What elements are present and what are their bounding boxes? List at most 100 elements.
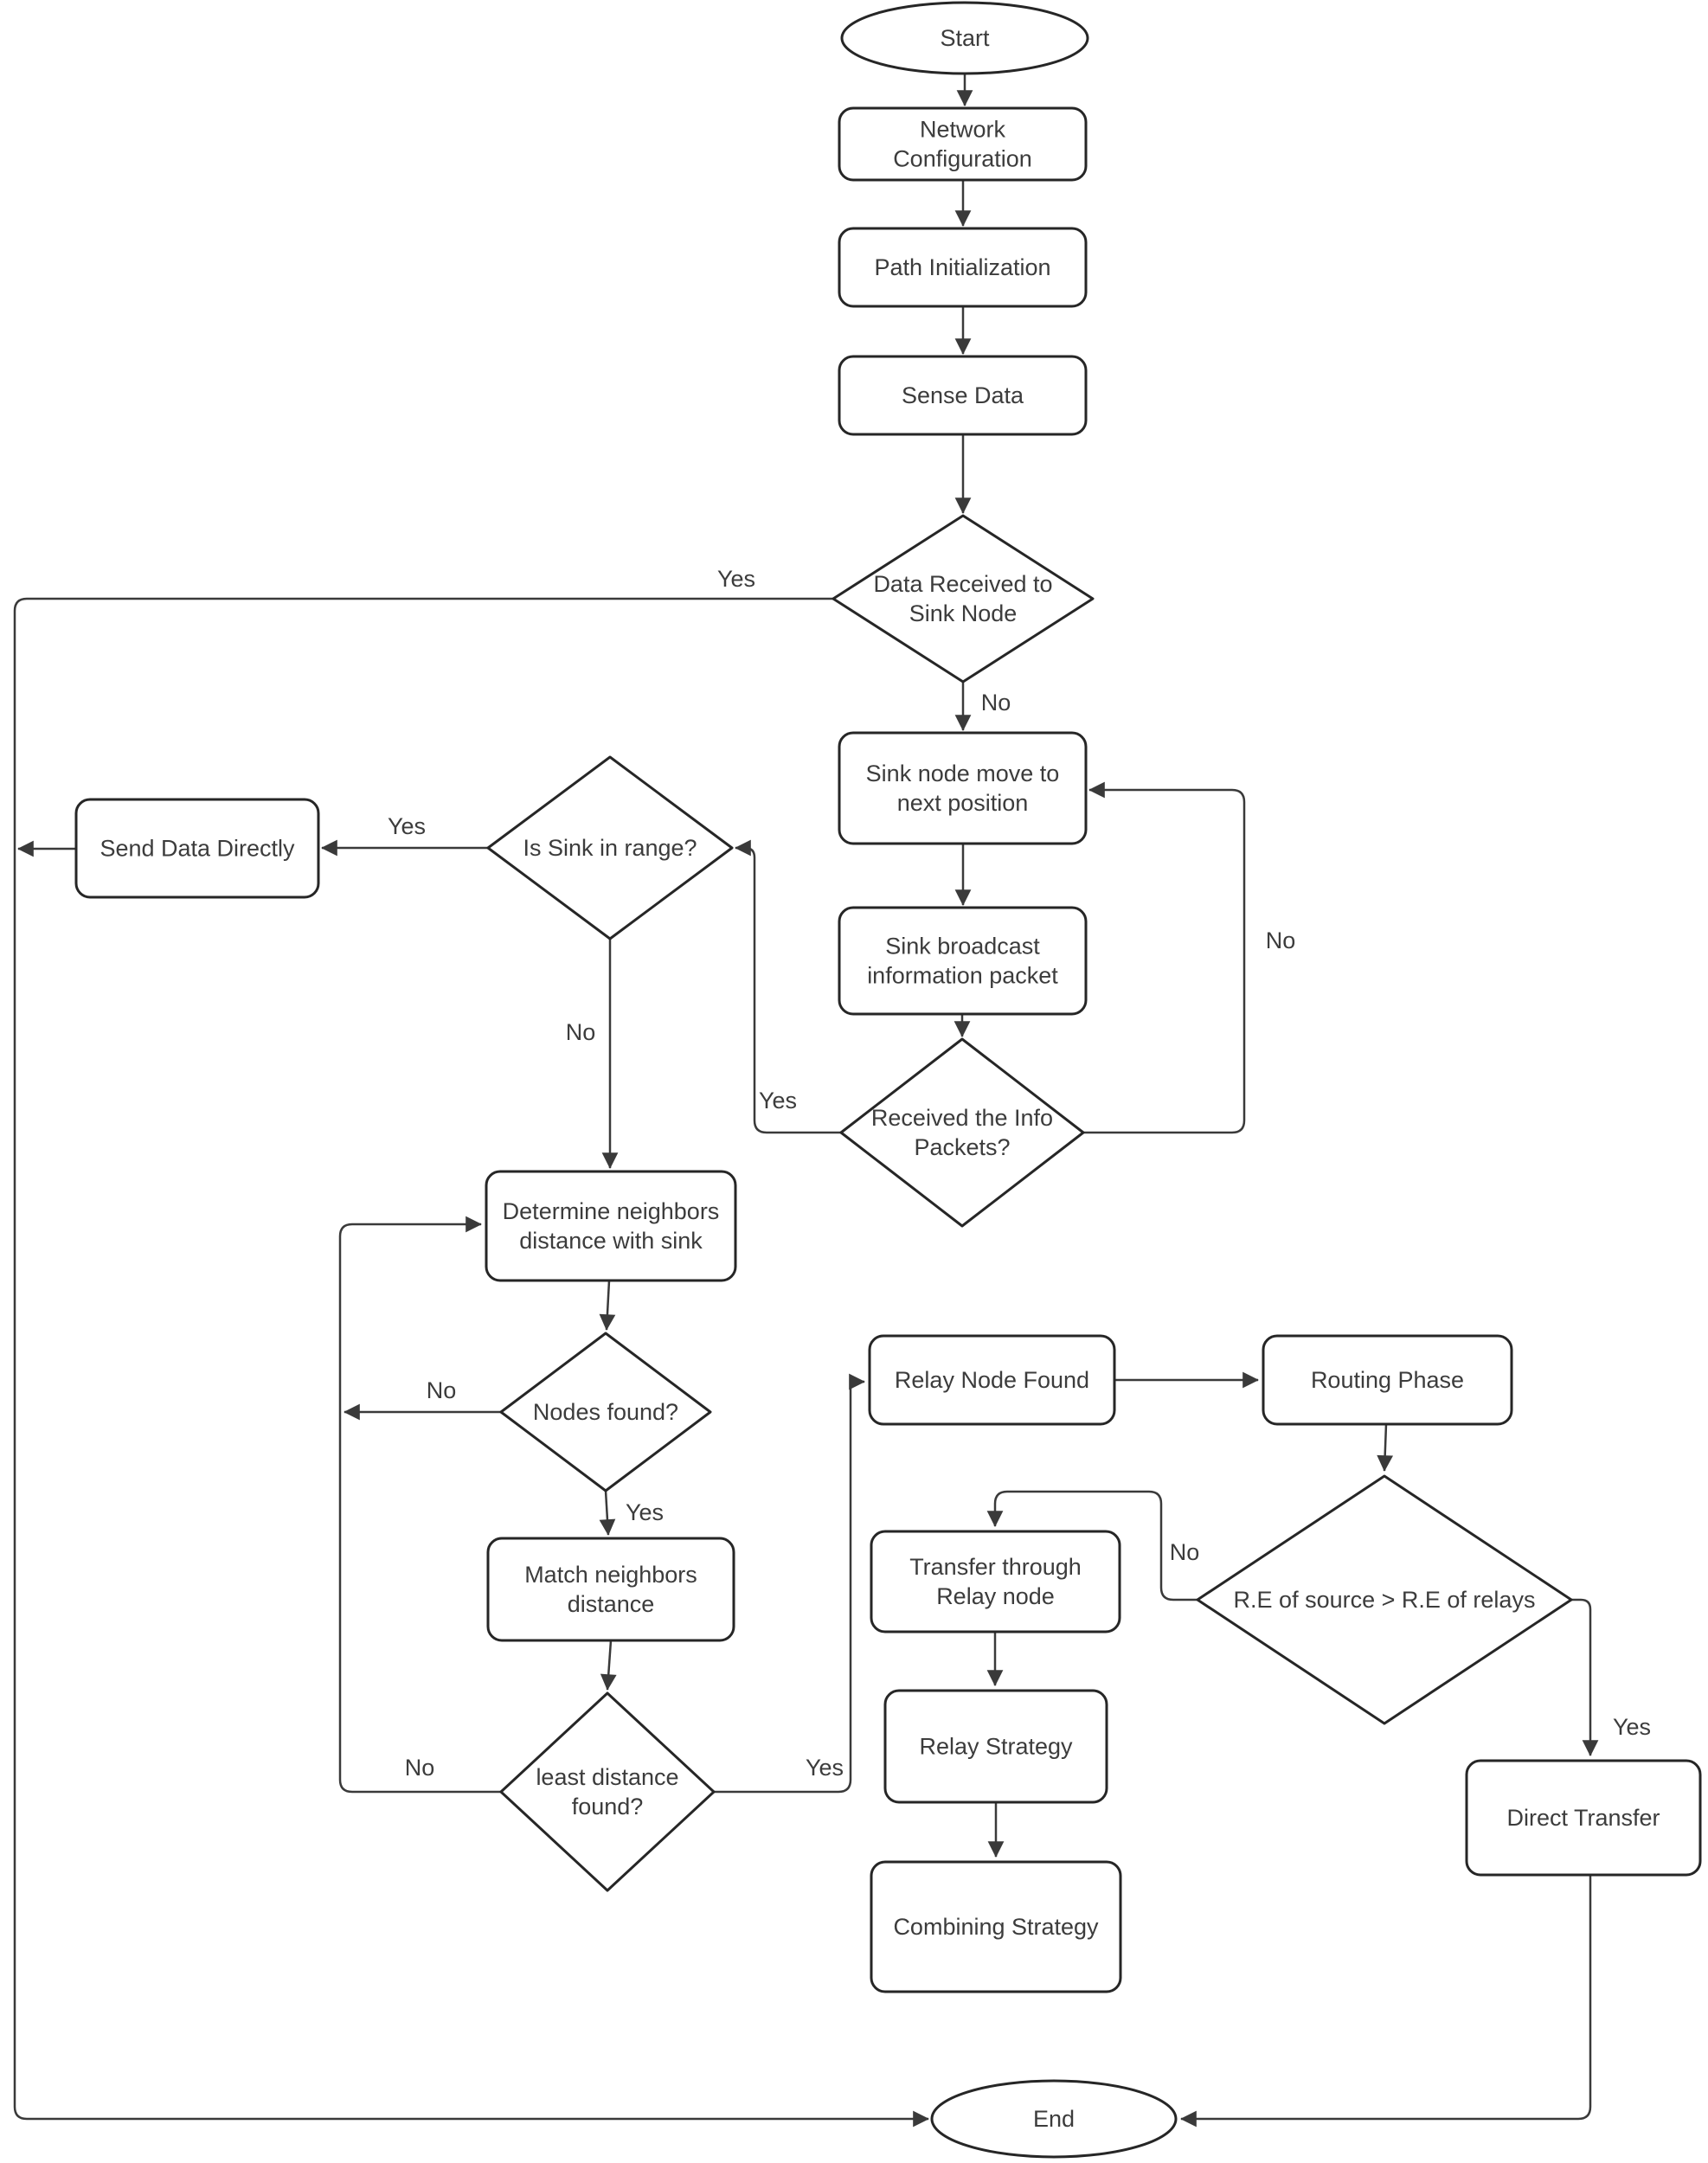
end-label: End <box>1033 2106 1075 2132</box>
sink-node-move-label: next position <box>897 790 1029 816</box>
nodes-found-label: Nodes found? <box>533 1399 678 1425</box>
edge-label-nodes-found-yes: Yes <box>626 1499 664 1525</box>
node-start: Start <box>840 1 1089 75</box>
node-send-data-directly: Send Data Directly <box>74 798 320 899</box>
is-sink-in-range-label: Is Sink in range? <box>523 835 697 861</box>
edge-received-info-no <box>1083 781 1246 1134</box>
network-configuration-label: Configuration <box>893 146 1032 172</box>
re-source-gt-re-relays-label: R.E of source > R.E of relays <box>1234 1587 1536 1613</box>
determine-neighbors-shape <box>485 1170 737 1282</box>
node-relay-node-found: Relay Node Found <box>868 1334 1116 1426</box>
data-received-to-sink-node-label: Sink Node <box>909 600 1018 626</box>
node-is-sink-in-range: Is Sink in range? <box>486 755 734 940</box>
relay-strategy-label: Relay Strategy <box>919 1734 1073 1760</box>
sink-broadcast-label: information packet <box>867 963 1058 989</box>
transfer-through-relay-label: Relay node <box>936 1583 1055 1609</box>
path-initialization-label: Path Initialization <box>874 254 1050 280</box>
sink-node-move-shape <box>838 731 1088 845</box>
network-configuration-label: Network <box>920 117 1006 143</box>
edge-label-received-info-no: No <box>1266 927 1296 953</box>
edge-received-info-yes <box>735 839 841 1134</box>
end-shape <box>930 2079 1178 2159</box>
node-sink-broadcast: Sink broadcast information packet <box>838 906 1088 1016</box>
edge-label-received-info-yes: Yes <box>759 1088 797 1114</box>
edge-determine-to-nodes-found <box>599 1280 616 1331</box>
data-received-to-sink-node-shape <box>832 514 1095 684</box>
least-distance-found-label: least distance <box>536 1764 678 1790</box>
edge-direct-transfer-to-end <box>1180 1875 1592 2128</box>
sense-data-label: Sense Data <box>902 382 1024 408</box>
start-label: Start <box>940 25 990 51</box>
edge-label-data-received-yes-to-end: Yes <box>717 566 755 592</box>
node-nodes-found: Nodes found? <box>499 1332 712 1492</box>
routing-phase-shape <box>1262 1334 1513 1426</box>
transfer-through-relay-shape <box>870 1530 1121 1633</box>
sink-node-move-label: Sink node move to <box>866 761 1060 786</box>
edge-re-diamond-no <box>986 1490 1198 1601</box>
node-end: End <box>930 2079 1178 2159</box>
start-shape <box>840 1 1089 75</box>
edge-label-data-received-no: No <box>981 690 1011 716</box>
node-determine-neighbors: Determine neighbors distance with sink <box>485 1170 737 1282</box>
node-sense-data: Sense Data <box>838 355 1088 436</box>
data-received-to-sink-node-label: Data Received to <box>873 571 1052 597</box>
sense-data-shape <box>838 355 1088 436</box>
received-info-packets-shape <box>839 1037 1085 1228</box>
network-configuration-shape <box>838 106 1088 182</box>
node-combining-strategy: Combining Strategy <box>870 1860 1122 1993</box>
nodes-found-shape <box>499 1332 712 1492</box>
combining-strategy-shape <box>870 1860 1122 1993</box>
determine-neighbors-label: Determine neighbors <box>503 1198 720 1224</box>
determine-neighbors-label: distance with sink <box>519 1228 703 1254</box>
send-data-directly-shape <box>74 798 320 899</box>
edge-routing-to-re-diamond <box>1377 1423 1394 1472</box>
edge-label-nodes-found-no: No <box>427 1377 457 1403</box>
edge-layer <box>13 74 1599 2128</box>
node-sink-node-move: Sink node move to next position <box>838 731 1088 845</box>
is-sink-in-range-shape <box>486 755 734 940</box>
direct-transfer-shape <box>1465 1759 1702 1877</box>
combining-strategy-label: Combining Strategy <box>893 1914 1099 1940</box>
re-source-gt-re-relays-shape <box>1196 1474 1573 1725</box>
edge-label-re-diamond-no: No <box>1170 1539 1200 1565</box>
node-re-source-gt-re-relays: R.E of source > R.E of relays <box>1196 1474 1573 1725</box>
relay-node-found-shape <box>868 1334 1116 1426</box>
least-distance-found-label: found? <box>572 1794 644 1820</box>
edge-least-distance-yes <box>714 1373 865 1794</box>
edge-least-distance-no <box>338 1216 501 1794</box>
edge-data-received-yes-to-end <box>13 597 929 2128</box>
edge-re-diamond-yes <box>1571 1598 1599 1756</box>
routing-phase-label: Routing Phase <box>1311 1367 1464 1393</box>
node-data-received-to-sink-node: Data Received to Sink Node <box>832 514 1095 684</box>
relay-node-found-label: Relay Node Found <box>895 1367 1089 1393</box>
edge-label-least-distance-no: No <box>405 1755 435 1781</box>
node-direct-transfer: Direct Transfer <box>1465 1759 1702 1877</box>
edge-label-is-sink-yes: Yes <box>388 813 426 839</box>
edge-label-re-diamond-yes: Yes <box>1613 1714 1651 1740</box>
received-info-packets-label: Received the Info <box>871 1105 1053 1131</box>
received-info-packets-label: Packets? <box>914 1134 1010 1160</box>
transfer-through-relay-label: Transfer through <box>909 1554 1082 1580</box>
edge-nodes-found-yes <box>599 1490 616 1536</box>
match-neighbors-shape <box>486 1537 735 1642</box>
send-data-directly-label: Send Data Directly <box>100 836 295 862</box>
match-neighbors-label: Match neighbors <box>524 1562 697 1588</box>
least-distance-found-shape <box>499 1691 716 1892</box>
node-path-initialization: Path Initialization <box>838 227 1088 308</box>
sink-broadcast-label: Sink broadcast <box>885 934 1040 960</box>
node-routing-phase: Routing Phase <box>1262 1334 1513 1426</box>
sink-broadcast-shape <box>838 906 1088 1016</box>
direct-transfer-label: Direct Transfer <box>1506 1805 1660 1831</box>
node-relay-strategy: Relay Strategy <box>883 1689 1108 1804</box>
relay-strategy-shape <box>883 1689 1108 1804</box>
edge-label-is-sink-no: No <box>566 1019 596 1045</box>
edge-label-least-distance-yes: Yes <box>806 1755 844 1781</box>
